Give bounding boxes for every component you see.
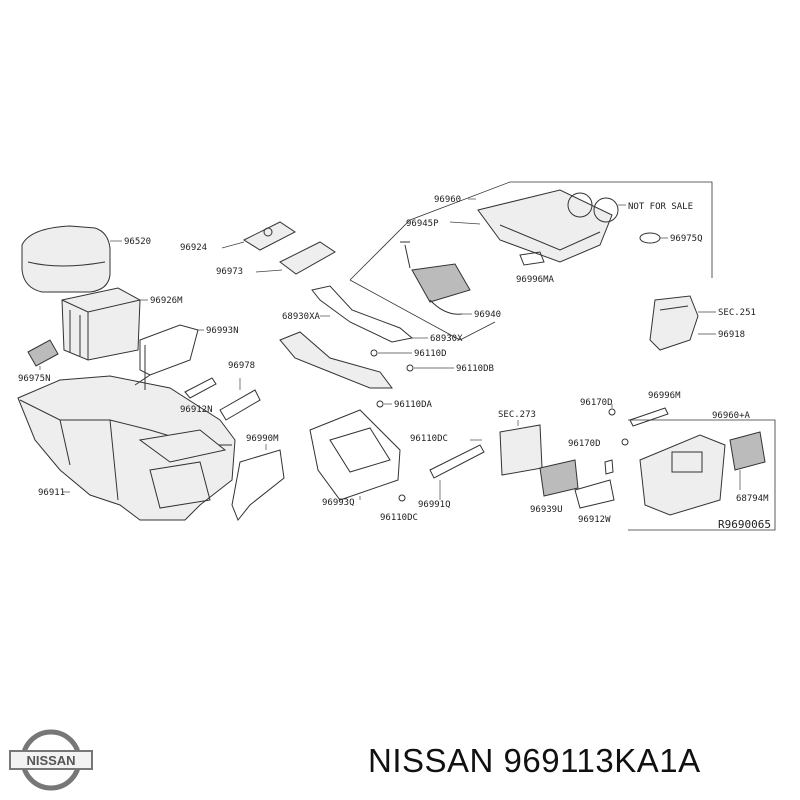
- label-96110D: 96110D: [414, 349, 447, 359]
- label-96110DC-bottom: 96110DC: [380, 513, 418, 523]
- storage-bin-96926M: [61, 287, 148, 361]
- label-96520: 96520: [124, 237, 151, 247]
- label-68930X: 68930X: [430, 334, 463, 344]
- switch-96939U: [539, 459, 579, 497]
- logo-text: NISSAN: [26, 753, 75, 768]
- label-96960: 96960: [434, 195, 461, 205]
- label-96975N: 96975N: [18, 374, 51, 384]
- bracket-96996MA: [519, 251, 545, 266]
- trim-96973: [255, 241, 336, 275]
- label-96975Q: 96975Q: [670, 234, 703, 244]
- clip-96110D: [370, 349, 412, 357]
- label-sec251: SEC.251: [718, 308, 756, 318]
- frame-96960: [349, 181, 713, 341]
- label-sec273: SEC.273: [498, 410, 536, 420]
- label-96912N: 96912N: [180, 405, 213, 415]
- label-96978: 96978: [228, 361, 255, 371]
- label-96973: 96973: [216, 267, 243, 277]
- label-96945P: 96945P: [406, 219, 439, 229]
- label-96911: 96911: [38, 488, 65, 498]
- trim-96978: [219, 378, 261, 421]
- bracket-96993N: [134, 324, 204, 390]
- finisher-96945P: [449, 189, 619, 263]
- label-96993Q: 96993Q: [322, 498, 355, 508]
- label-96926M: 96926M: [150, 296, 183, 306]
- label-96996MA: 96996MA: [516, 275, 555, 285]
- trim-96912W: [574, 459, 615, 509]
- label-96918: 96918: [718, 330, 745, 340]
- bracket-96991Q: [429, 439, 485, 500]
- label-96990M: 96990M: [246, 434, 279, 444]
- label-68930XA: 68930XA: [282, 312, 321, 322]
- clip-96110DB: [406, 364, 454, 372]
- label-96110DC-mid: 96110DC: [410, 434, 448, 444]
- clip-96110DA: [376, 400, 392, 408]
- unit-sec273: [499, 420, 543, 476]
- bracket-96996M: [608, 404, 669, 427]
- clip-96110DC-bottom: [398, 494, 406, 502]
- clip-96170D-bottom: [621, 438, 629, 446]
- part-number-title: NISSAN 969113KA1A: [368, 742, 701, 779]
- label-96110DA: 96110DA: [394, 400, 433, 410]
- trim-strip-68930XA: [279, 285, 414, 389]
- frame-96993Q: [309, 409, 401, 501]
- label-96912W: 96912W: [578, 515, 611, 525]
- label-96170D-bottom: 96170D: [568, 439, 601, 449]
- nissan-logo: NISSAN: [9, 729, 93, 791]
- console-body-96911: [17, 375, 236, 521]
- label-96993N: 96993N: [206, 326, 239, 336]
- trim-96912N: [184, 377, 217, 399]
- rear-panel-96960A: [628, 419, 776, 531]
- label-68794M: 68794M: [736, 494, 769, 504]
- ref-number: R9690065: [718, 518, 771, 531]
- mat-96975N: [27, 339, 59, 370]
- label-96960A: 96960+A: [712, 411, 751, 421]
- mat-96975Q: [639, 232, 668, 244]
- armrest-lid-96520: [21, 225, 122, 293]
- switch-96918: [649, 295, 716, 351]
- label-not-for-sale: NOT FOR SALE: [628, 202, 693, 212]
- label-96940: 96940: [474, 310, 501, 320]
- bracket-96990M: [231, 444, 285, 521]
- switch-96940: [400, 241, 472, 315]
- label-96996M: 96996M: [648, 391, 681, 401]
- label-96110DB: 96110DB: [456, 364, 494, 374]
- label-96991Q: 96991Q: [418, 500, 451, 510]
- trim-96924: [221, 221, 296, 251]
- label-96924: 96924: [180, 243, 207, 253]
- label-96170D-top: 96170D: [580, 398, 613, 408]
- label-96939U: 96939U: [530, 505, 563, 515]
